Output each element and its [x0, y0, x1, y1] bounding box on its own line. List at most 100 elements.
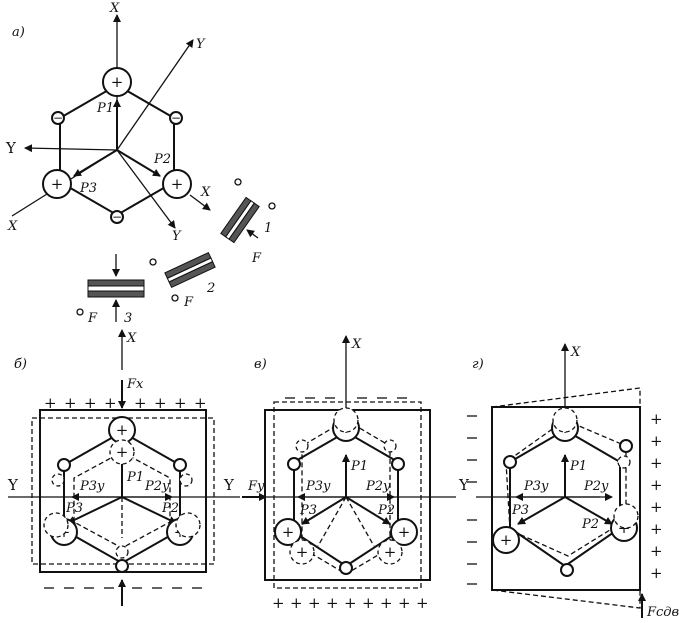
minus-node — [115, 559, 129, 573]
minus-node — [51, 111, 65, 125]
minus-node — [110, 210, 124, 224]
x-axis-label-top: X — [109, 1, 120, 16]
svg-text:+: + — [650, 520, 663, 538]
vector-p3-a — [73, 149, 118, 177]
plus-node — [274, 518, 302, 546]
minus-node — [619, 439, 633, 453]
svg-text:+: + — [64, 394, 77, 412]
y-axis-label-left: Y — [5, 139, 17, 157]
minus-node — [287, 457, 301, 471]
p3-label-v: P3 — [299, 503, 317, 518]
vector-p3-g — [517, 496, 566, 525]
svg-text:+: + — [416, 594, 429, 612]
svg-text:+: + — [398, 594, 411, 612]
p2y-label-g: P2y — [583, 479, 609, 494]
force-f-2: F — [183, 295, 194, 310]
vector-p2-v — [345, 496, 391, 525]
p2-label-g: P2 — [581, 517, 599, 532]
force-fx-label: Fx — [126, 377, 144, 392]
panel-v-label: в) — [254, 357, 267, 372]
p2y-label-v: P2y — [365, 479, 391, 494]
x-axis-label-v: X — [351, 337, 362, 352]
p3y-label-b: P3y — [79, 479, 105, 494]
plus-node-dashed — [377, 539, 403, 565]
minus-node — [173, 458, 187, 472]
p3-label-a: P3 — [79, 181, 97, 196]
x-axis-label-b: X — [126, 331, 137, 346]
x-axis-label-right: X — [200, 185, 211, 200]
plus-node — [492, 526, 520, 554]
p3y-label-v: P3y — [305, 479, 331, 494]
plate-2 — [164, 251, 216, 289]
plus-sign: + — [384, 543, 397, 561]
svg-text:+: + — [650, 498, 663, 516]
plus-node — [42, 169, 72, 199]
terminal — [76, 308, 84, 316]
terminal — [234, 178, 242, 186]
plus-sign: + — [282, 523, 295, 541]
y-axis-label-b-right: Y — [223, 476, 235, 494]
plate-2-number: 2 — [206, 281, 215, 296]
minus-node — [57, 458, 71, 472]
panel-g: г) X Y P1 P2y P3y P2 P3 + + + — [458, 343, 679, 620]
svg-text:+: + — [84, 394, 97, 412]
svg-text:+: + — [380, 594, 393, 612]
minus-column-g — [467, 415, 477, 585]
minus-node-dashed — [115, 545, 129, 559]
y-axis-horiz-a — [24, 144, 118, 153]
force-arrow-1 — [246, 229, 259, 239]
y-axis-label-b-left: Y — [7, 476, 19, 494]
svg-text:+: + — [308, 594, 321, 612]
p3-label-b: P3 — [65, 501, 83, 516]
panel-b-label: б) — [14, 357, 27, 372]
minus-sign: − — [171, 111, 181, 125]
force-f-1: F — [251, 251, 262, 266]
minus-node — [560, 563, 574, 577]
vector-p2-b — [121, 496, 177, 524]
plus-node-dashed — [175, 512, 201, 538]
plus-node — [102, 67, 132, 97]
plate-3 — [87, 279, 145, 298]
plus-node — [162, 169, 192, 199]
minus-sign: − — [112, 210, 122, 224]
svg-text:+: + — [650, 410, 663, 428]
vector-dashed-v-left — [317, 496, 347, 547]
force-shear-label: Fсдв — [646, 605, 679, 620]
plate-1-number: 1 — [264, 221, 272, 236]
p1-label-b: P1 — [126, 470, 144, 485]
p2-label-b: P2 — [161, 501, 179, 516]
svg-text:+: + — [650, 564, 663, 582]
plate-1 — [220, 196, 260, 244]
svg-text:+: + — [290, 594, 303, 612]
plate-3-number: 3 — [124, 311, 132, 326]
y-axis-label-diag: Y — [196, 37, 206, 52]
minus-node-dashed — [51, 473, 65, 487]
panel-b: б) X Fx Y Y P1 P2y P3y P2 P3 + + + + — [7, 329, 240, 606]
y-axis-label-down: Y — [172, 229, 182, 244]
svg-text:+: + — [44, 394, 57, 412]
svg-text:+: + — [174, 394, 187, 412]
plus-column-g: + + + + + + + + — [650, 410, 663, 582]
minus-node — [169, 111, 183, 125]
plus-node — [390, 518, 418, 546]
svg-text:+: + — [650, 542, 663, 560]
svg-text:+: + — [154, 394, 167, 412]
p1-label-g: P1 — [569, 459, 587, 474]
p3y-label-g: P3y — [523, 479, 549, 494]
plus-sign: + — [171, 175, 184, 193]
p2y-label-b: P2y — [144, 479, 170, 494]
plus-node-dashed — [552, 407, 578, 433]
p2-label-v: P2 — [377, 503, 395, 518]
y-axis-label-g: Y — [458, 476, 470, 494]
plus-sign: + — [111, 73, 124, 91]
svg-text:+: + — [650, 476, 663, 494]
svg-text:+: + — [362, 594, 375, 612]
plus-sign: + — [500, 531, 513, 549]
minus-node-dashed — [617, 455, 631, 469]
panel-v: в) X Fy P1 P2y P3y P2 P3 + + + + + — [242, 335, 456, 612]
vector-dashed-v-right — [345, 496, 375, 547]
vector-p2-a — [116, 149, 161, 177]
plus-node-dashed — [289, 539, 315, 565]
plus-node-dashed — [613, 503, 639, 529]
x-axis-arrow-right — [189, 194, 211, 211]
